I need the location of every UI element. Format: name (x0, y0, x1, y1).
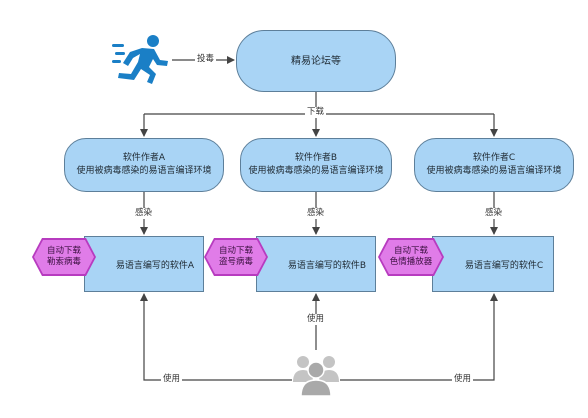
edge-label-infect-c: 感染 (483, 208, 505, 219)
author-name: 软件作者B (294, 153, 338, 163)
edge-label-use-a: 使用 (161, 374, 183, 385)
software-node-a: 易语言编写的软件A (84, 236, 204, 292)
edge-label-use-c: 使用 (452, 374, 474, 385)
software-node-c: 易语言编写的软件C (432, 236, 554, 292)
payload-line: 勒索病毒 (46, 257, 81, 267)
payload-line: 盗号病毒 (218, 257, 253, 267)
edge-label-download: 下载 (305, 107, 327, 118)
payload-badge-b: 自动下载 盗号病毒 (204, 238, 268, 276)
edge-use-c (340, 293, 498, 381)
edge-use-a (140, 293, 292, 381)
edge-label-upload: 投毒 (195, 54, 217, 65)
forum-node-label: 精易论坛等 (291, 55, 341, 67)
software-label: 易语言编写的软件B (287, 260, 367, 271)
software-label: 易语言编写的软件C (464, 260, 544, 271)
payload-line: 色情播放器 (389, 257, 433, 267)
author-name: 软件作者C (472, 153, 516, 163)
forum-node: 精易论坛等 (236, 30, 396, 92)
author-name: 软件作者A (122, 153, 166, 163)
payload-badge-a: 自动下载 勒索病毒 (32, 238, 96, 276)
edge-label-infect-b: 感染 (305, 208, 327, 219)
author-desc: 使用被病毒感染的易语言编译环境 (248, 166, 384, 176)
edge-label-infect-a: 感染 (133, 208, 155, 219)
author-node-b: 软件作者B 使用被病毒感染的易语言编译环境 (240, 138, 392, 192)
edge-label-use-b: 使用 (305, 314, 327, 325)
payload-line: 自动下载 (393, 246, 428, 256)
author-node-c: 软件作者C 使用被病毒感染的易语言编译环境 (414, 138, 574, 192)
author-node-a: 软件作者A 使用被病毒感染的易语言编译环境 (64, 138, 224, 192)
software-node-b: 易语言编写的软件B (256, 236, 376, 292)
payload-line: 自动下载 (46, 246, 81, 256)
payload-line: 自动下载 (218, 246, 253, 256)
author-desc: 使用被病毒感染的易语言编译环境 (76, 166, 212, 176)
users-group-icon (293, 356, 339, 397)
payload-badge-c: 自动下载 色情播放器 (378, 238, 444, 276)
running-man-icon (112, 35, 168, 84)
author-desc: 使用被病毒感染的易语言编译环境 (426, 166, 562, 176)
software-label: 易语言编写的软件A (115, 260, 195, 271)
